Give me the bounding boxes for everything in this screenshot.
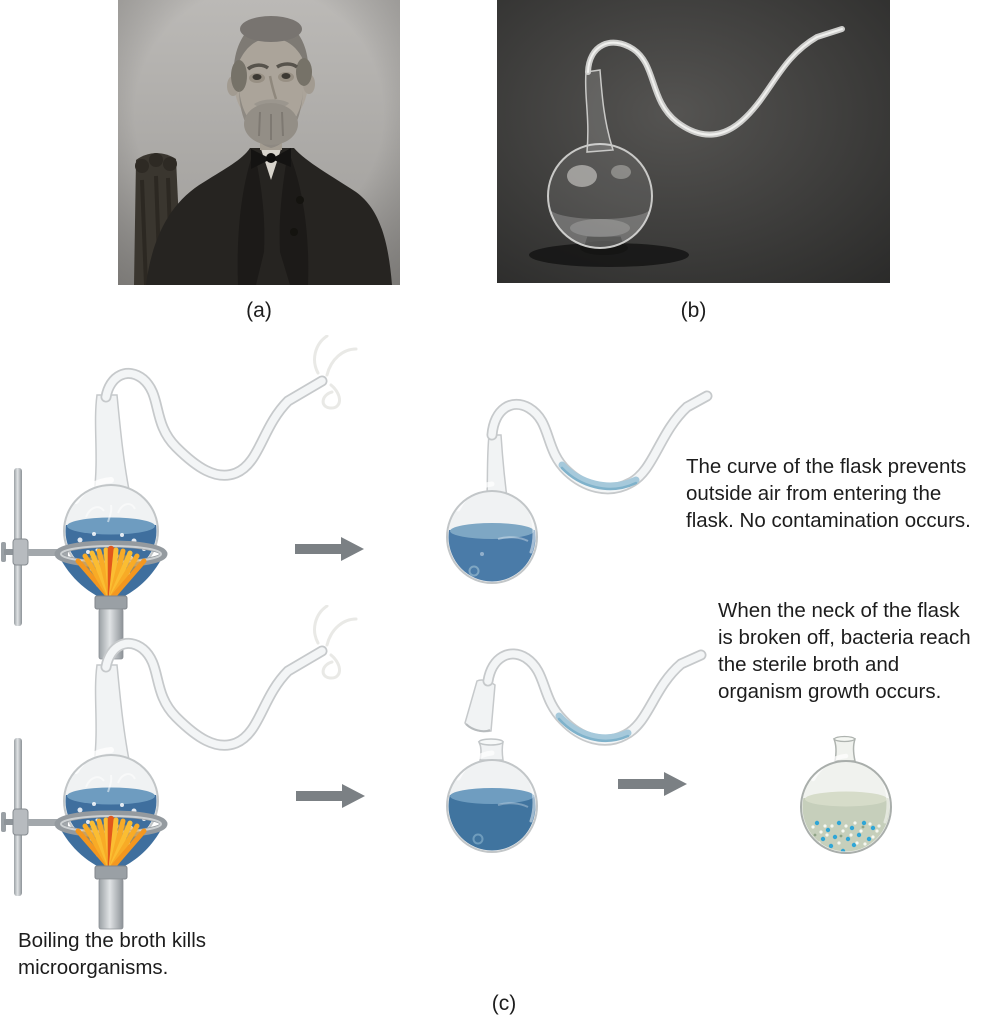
eye [252,74,262,80]
eye [281,73,291,79]
face [227,16,315,150]
trapped-liquid [555,712,632,742]
annotation-line: outside air from entering the [686,482,942,505]
swan-neck-flask-photo [497,0,890,283]
contaminated-flask [800,735,892,854]
chair-back [134,153,182,285]
flask-with-broken-neck [446,738,538,853]
flask-neck [584,69,615,153]
swan-neck-tube [486,390,713,495]
broken-swan-neck-piece [464,648,707,746]
right-arrow-icon [618,772,687,796]
annotation-line: When the neck of the flask [718,599,960,622]
suit-and-body [146,146,392,285]
annotation-line: the sterile broth and [718,653,900,676]
shadow [529,243,689,267]
annotation-line: is broken off, bacteria reach [718,626,971,649]
boiling-flask-on-stand-bottom [0,605,365,931]
panel-b-label: (b) [680,299,707,322]
annotation-boiling: Boiling the broth kills microorganisms. [18,927,206,981]
sterile-swan-neck-flask [446,390,713,584]
annotation-broken-neck: When the neck of the flask is broken off… [718,597,971,705]
contaminated-broth [802,791,890,852]
swan-neck-tube [585,26,845,138]
right-arrow-icon [295,537,364,561]
panel-c-label: (c) [491,992,517,1015]
sterile-broth [448,523,536,582]
right-arrow-icon [296,784,365,808]
photo-background [497,0,890,283]
glass-flask [547,26,845,255]
microbe-dots-green [813,825,865,838]
annotation-line: microorganisms. [18,956,169,979]
trapped-liquid [558,461,640,490]
broken-neck-flask [446,648,707,853]
bow-tie [251,148,291,169]
pasteur-portrait-photo [118,0,400,285]
annotation-no-contamination: The curve of the flask prevents outside … [686,453,971,534]
panel-a-label: (a) [246,299,272,322]
annotation-line: Boiling the broth kills [18,929,207,952]
annotation-line: flask. No contamination occurs. [686,509,971,532]
sterile-broth [448,788,536,851]
annotation-line: organism growth occurs. [718,680,942,703]
annotation-line: The curve of the flask prevents [686,455,967,478]
microbe-dots-blue [814,820,876,852]
